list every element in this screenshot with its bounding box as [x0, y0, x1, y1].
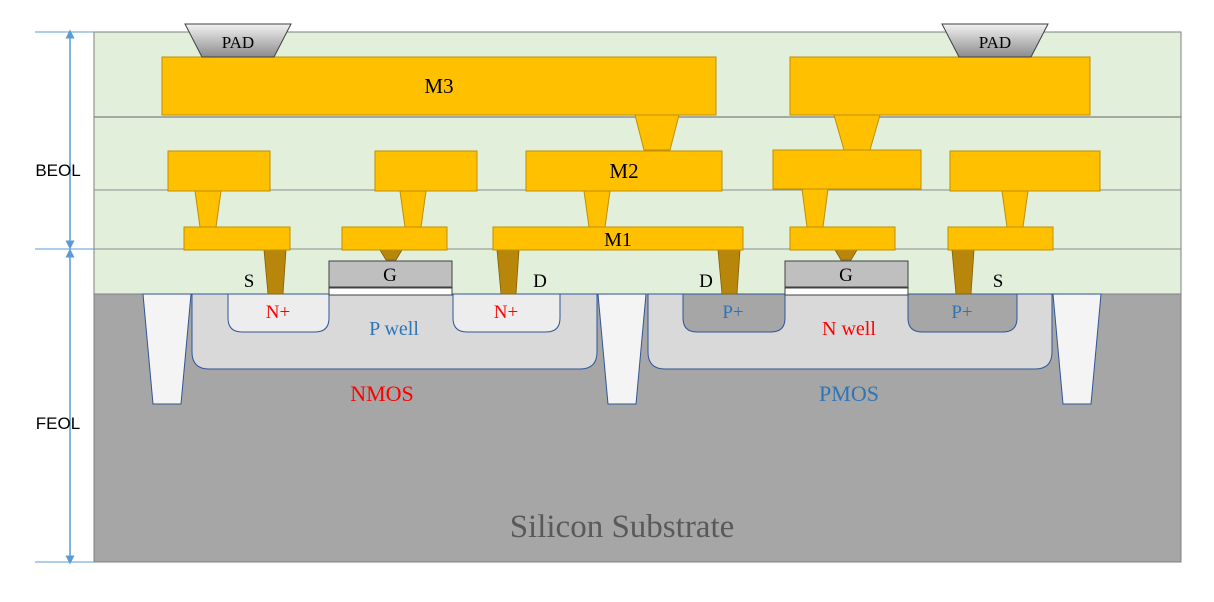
nmos-gate [328, 260, 453, 296]
m1-label: M1 [604, 229, 632, 251]
pmos-device-label: PMOS [819, 381, 879, 406]
nmos-source-diffusion-label: N+ [266, 302, 290, 323]
pmos-drain-label: D [699, 271, 713, 292]
silicon-substrate-label: Silicon Substrate [510, 509, 735, 545]
vias [194, 114, 1029, 228]
metal-3-layer [161, 56, 1091, 116]
nmos-drain-diffusion [452, 293, 561, 333]
pad-right [941, 23, 1049, 58]
nmos-drain-label: D [533, 271, 547, 292]
nmos-source-diffusion [227, 293, 330, 333]
pad-right-label: PAD [979, 33, 1011, 52]
nmos-device-label: NMOS [350, 381, 414, 406]
pmos-source-diffusion [907, 293, 1018, 333]
metal-2-layer [167, 149, 1101, 192]
metal-1-layer [183, 226, 1054, 251]
nmos-drain-diffusion-label: N+ [494, 302, 518, 323]
m3-label: M3 [424, 74, 453, 98]
nmos-source-label: S [244, 271, 255, 292]
beol-label: BEOL [35, 161, 80, 180]
pmos-drain-diffusion [682, 293, 786, 333]
nmos-gate-label: G [383, 265, 397, 286]
n-well-label: N well [822, 318, 876, 340]
m2-label: M2 [609, 159, 638, 183]
pad-left-label: PAD [222, 33, 254, 52]
layer-divider-lines [35, 31, 94, 563]
pmos-source-diffusion-label: P+ [951, 302, 972, 323]
pmos-drain-diffusion-label: P+ [722, 302, 743, 323]
pmos-gate-label: G [839, 265, 853, 286]
p-well-label: P well [369, 318, 419, 340]
shallow-trench-isolation [142, 293, 1102, 405]
pmos-source-label: S [993, 271, 1004, 292]
feol-label: FEOL [36, 414, 80, 433]
pmos-gate [784, 260, 909, 296]
pad-left [184, 23, 292, 58]
